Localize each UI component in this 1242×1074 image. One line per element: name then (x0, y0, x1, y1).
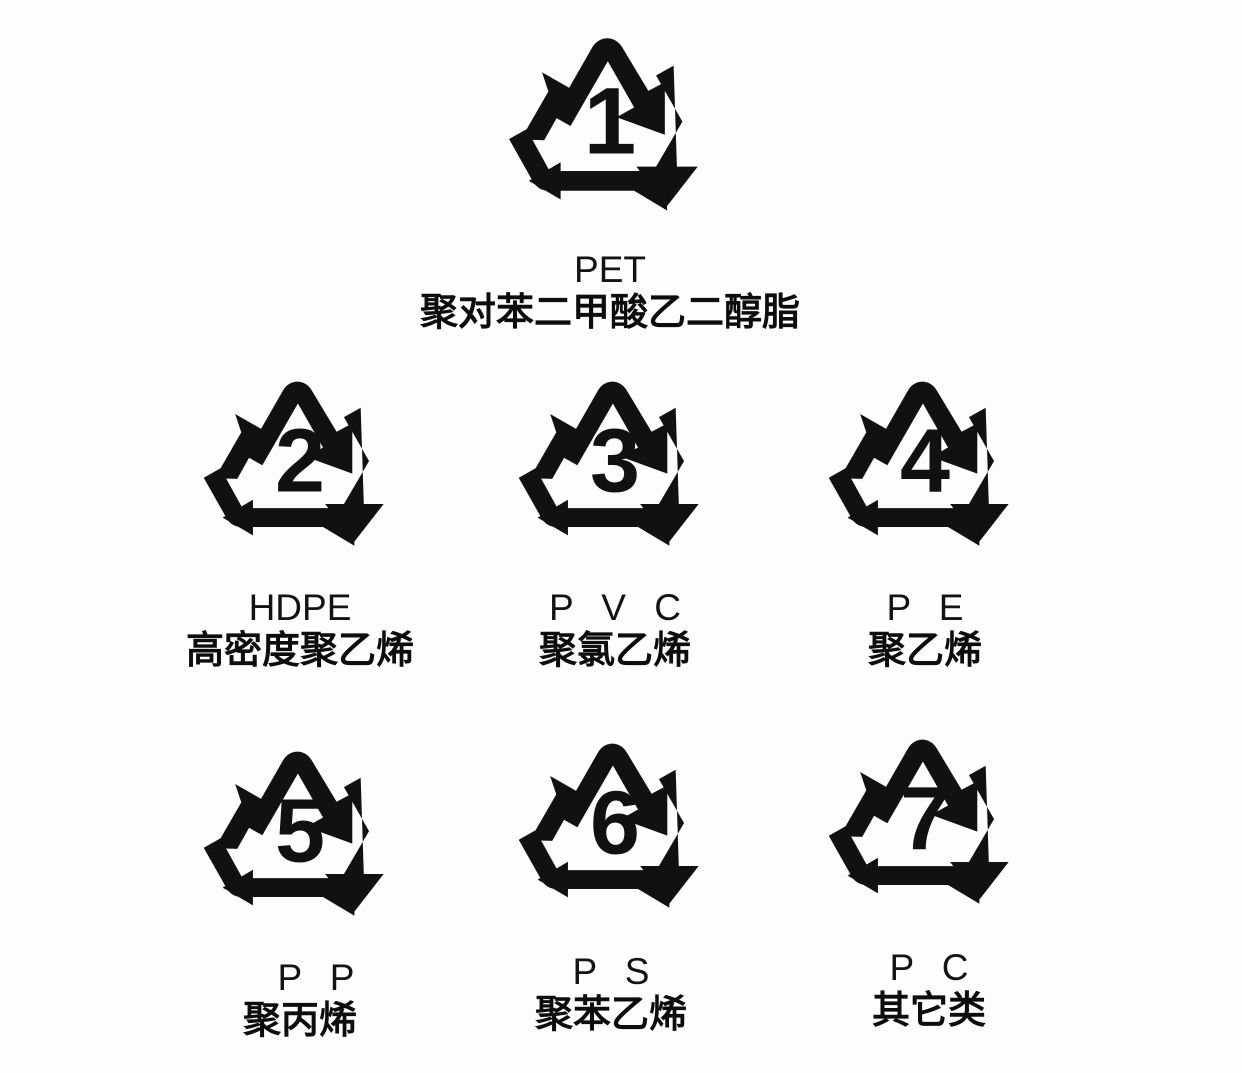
code-labels-3: P V C 聚氯乙烯 (539, 589, 691, 669)
recycling-code-cell-2: 2 HDPE 高密度聚乙烯 (175, 368, 425, 669)
code-chinese-2: 高密度聚乙烯 (185, 627, 414, 672)
code-chinese-1: 聚对苯二甲酸乙二醇脂 (420, 289, 801, 334)
code-labels-2: HDPE 高密度聚乙烯 (186, 589, 414, 669)
svg-text:1: 1 (584, 68, 636, 173)
recycling-code-cell-3: 3 P V C 聚氯乙烯 (490, 368, 740, 669)
svg-text:4: 4 (900, 411, 950, 511)
code-labels-7: P C 其它类 (872, 949, 986, 1029)
mobius-loop-icon-1: 1 (500, 24, 720, 239)
code-abbr-3: P V C (549, 587, 690, 628)
code-abbr-2: HDPE (248, 587, 352, 628)
code-chinese-5: 聚丙烯 (242, 997, 357, 1042)
code-abbr-7: P C (889, 947, 978, 988)
code-abbr-4: P E (886, 587, 973, 628)
recycling-code-cell-5: 5 P P 聚丙烯 (175, 738, 425, 1039)
svg-text:5: 5 (275, 781, 325, 881)
mobius-loop-icon-2: 2 (195, 368, 405, 573)
svg-text:3: 3 (590, 411, 640, 511)
mobius-loop-icon-6: 6 (510, 730, 720, 935)
svg-text:7: 7 (900, 769, 950, 869)
svg-text:2: 2 (275, 411, 325, 511)
mobius-loop-icon-5: 5 (195, 738, 405, 943)
code-chinese-7: 其它类 (871, 987, 986, 1032)
code-labels-5: P P 聚丙烯 (243, 957, 373, 1039)
code-labels-6: P S 聚苯乙烯 (535, 953, 687, 1033)
code-abbr-5: P P (277, 957, 364, 998)
code-chinese-4: 聚乙烯 (867, 627, 982, 672)
code-abbr-1: PET (574, 249, 646, 290)
mobius-loop-icon-3: 3 (510, 368, 720, 573)
code-chinese-6: 聚苯乙烯 (534, 991, 687, 1036)
code-abbr-6: P S (572, 951, 659, 992)
mobius-loop-icon-4: 4 (820, 368, 1030, 573)
code-labels-4: P E 聚乙烯 (868, 589, 982, 669)
recycling-code-cell-4: 4 P E 聚乙烯 (800, 368, 1050, 669)
recycling-code-cell-6: 6 P S 聚苯乙烯 (490, 730, 740, 1033)
svg-text:6: 6 (590, 773, 640, 873)
mobius-loop-icon-7: 7 (820, 726, 1030, 931)
recycling-code-cell-1: 1 PET 聚对苯二甲酸乙二醇脂 (420, 24, 800, 331)
code-labels-1: PET 聚对苯二甲酸乙二醇脂 (420, 251, 800, 331)
recycling-code-cell-7: 7 P C 其它类 (800, 726, 1050, 1029)
code-chinese-3: 聚氯乙烯 (538, 627, 691, 672)
